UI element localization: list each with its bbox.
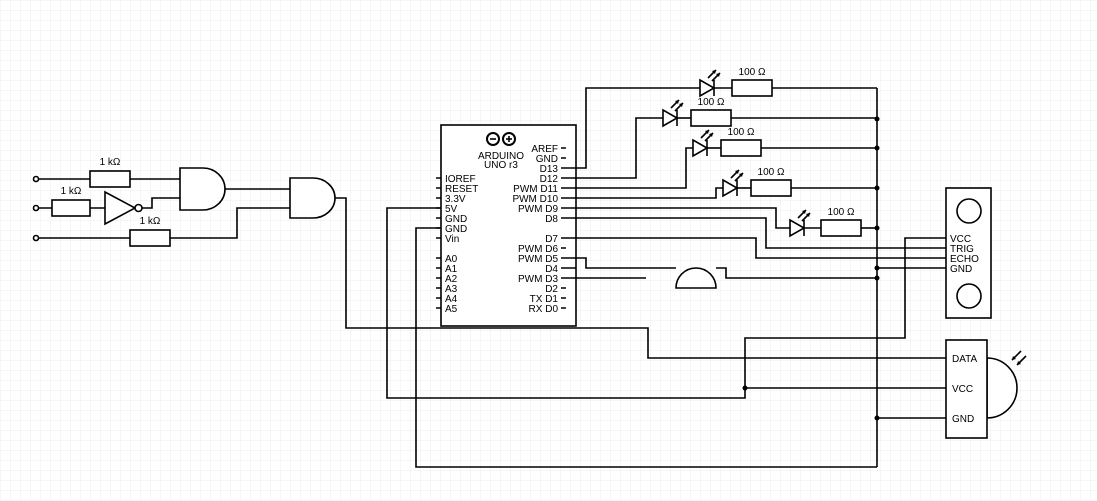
led-4-icon [722,169,751,198]
logic-resistor-2: 1 kΩ [51,186,91,217]
ultrasonic-pin-vcc: VCC [950,234,971,245]
pin-d4: D4 [545,264,558,275]
ultrasonic-sensor: VCC TRIG ECHO GND [945,187,992,319]
pin-d5: PWM D5 [518,254,558,265]
pin-d8: D8 [545,214,558,225]
and-gate-2-icon [289,177,336,219]
led-resistor-2-label: 100 Ω [698,97,725,108]
ultrasonic-transducer-1-icon [956,198,982,224]
pin-gnd-3: GND [536,154,558,165]
not-gate-icon [104,190,143,226]
arduino-right-top-pins: AREF GND D13 D12 PWM D11 PWM D10 PWM D9 … [512,144,576,225]
input-terminals [32,175,40,242]
arduino-analog-pins: A0 A1 A2 A3 A4 A5 [436,254,458,315]
ultrasonic-pin-echo: ECHO [950,254,979,265]
logic-resistor-3-label: 1 kΩ [140,216,161,227]
arduino-left-pins: IOREF RESET 3.3V 5V GND GND Vin [436,174,478,245]
pin-3v3: 3.3V [445,194,466,205]
pin-5v: 5V [445,204,458,215]
logic-resistor-2-label: 1 kΩ [61,186,82,197]
logic-resistor-1-label: 1 kΩ [100,157,121,168]
arduino-title-line1: ARDUINO [478,151,524,162]
pin-reset: RESET [445,184,478,195]
pin-a2: A2 [445,274,458,285]
arduino-right-bottom-pins: D7 PWM D6 PWM D5 D4 PWM D3 D2 TX D1 RX D… [518,234,576,315]
led-2-icon [662,99,691,128]
pin-a5: A5 [445,304,458,315]
led-resistor-1: 100 Ω [731,67,773,97]
arduino-title-line2: UNO r3 [484,160,518,171]
pin-d10: PWM D10 [512,194,558,205]
pin-a0: A0 [445,254,458,265]
pin-ioref: IOREF [445,174,476,185]
pin-d12: D12 [540,174,559,185]
ultrasonic-transducer-2-icon [956,283,982,309]
pin-a3: A3 [445,284,458,295]
pin-a1: A1 [445,264,458,275]
buzzer-icon [675,267,717,289]
led-resistor-3-label: 100 Ω [728,127,755,138]
pin-d0: RX D0 [529,304,559,315]
pin-d6: PWM D6 [518,244,558,255]
led-1-icon [699,69,732,98]
wires [38,87,946,468]
pin-gnd-1: GND [445,214,467,225]
ultrasonic-pin-trig: TRIG [950,244,974,255]
ir-pin-vcc: VCC [952,384,973,395]
pin-d13: D13 [540,164,559,175]
led-resistor-2: 100 Ω [690,97,732,127]
led-resistor-3: 100 Ω [720,127,762,157]
pin-aref: AREF [531,144,558,155]
arduino-uno-board: ARDUINO UNO r3 IOREF RESET 3.3V 5V GND G… [436,124,577,327]
logic-resistor-3: 1 kΩ [129,216,171,247]
logic-resistor-1: 1 kΩ [89,157,131,188]
ir-sensor: DATA VCC GND [945,339,1027,439]
pin-d11: PWM D11 [513,184,558,195]
led-3-icon [692,129,721,158]
pin-vin: Vin [445,234,459,245]
led-resistor-5: 100 Ω [820,207,862,237]
led-resistor-5-label: 100 Ω [828,207,855,218]
ir-pin-data: DATA [952,354,978,365]
led-resistor-4: 100 Ω [750,167,792,197]
arduino-logo-icon [486,132,516,146]
led-resistor-4-label: 100 Ω [758,167,785,178]
pin-d1: TX D1 [530,294,559,305]
ir-sensor-icon [1011,350,1027,366]
pin-gnd-2: GND [445,224,467,235]
ir-pin-gnd: GND [952,414,974,425]
pin-d9: PWM D9 [518,204,558,215]
ultrasonic-pin-gnd: GND [950,264,972,275]
pin-d2: D2 [545,284,558,295]
pin-a4: A4 [445,294,458,305]
pin-d7: D7 [545,234,558,245]
pin-d3: PWM D3 [518,274,558,285]
led-resistor-1-label: 100 Ω [739,67,766,78]
and-gate-1-icon [179,167,226,211]
led-5-icon [789,209,821,238]
